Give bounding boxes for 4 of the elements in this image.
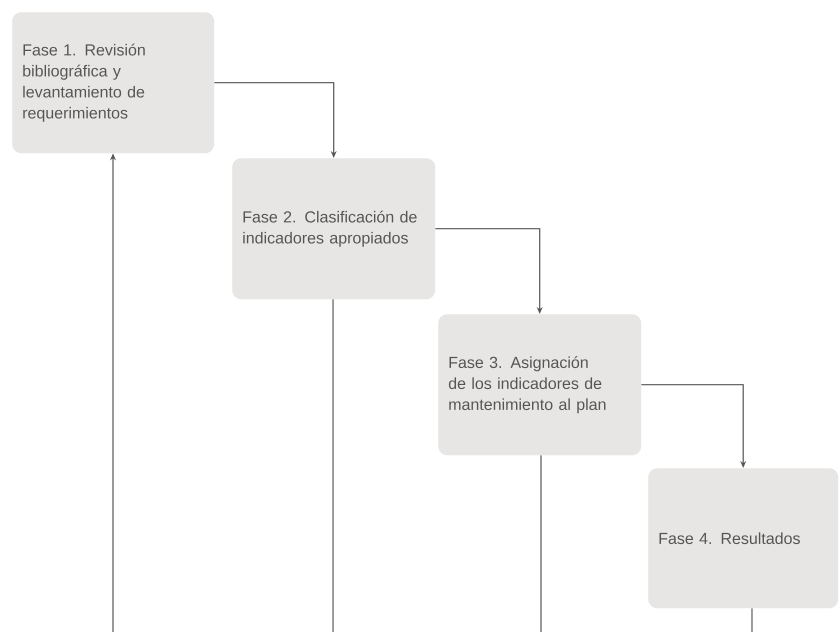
process-box: Fase 1. Revisión bibliográfica y levantamiento de requerimientos xyxy=(12,12,214,154)
process-box: Fase 4. Resultados xyxy=(648,468,838,608)
process-box: Fase 2. Clasificación de indicadores apropiados xyxy=(232,158,436,300)
process-box: Fase 3. Asignación de los indicadores de mantenimiento al plan xyxy=(438,314,642,456)
